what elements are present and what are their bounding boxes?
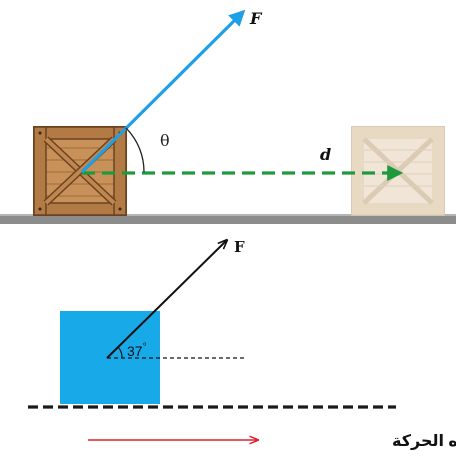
force-label: F	[249, 9, 263, 28]
force-arrow	[80, 9, 246, 174]
top-figure: F θ d	[0, 9, 456, 224]
wooden-crate	[33, 126, 127, 216]
applied-force-label: F	[234, 238, 245, 256]
motion-direction-label: اتجاه الحركة	[392, 433, 456, 450]
angle-value-label: 37°	[127, 342, 147, 359]
ground-surface	[0, 214, 456, 224]
angle-label-theta: θ	[160, 131, 170, 150]
applied-force-arrow	[106, 240, 227, 359]
displacement-label: d	[320, 145, 331, 164]
angle-arc	[125, 127, 145, 173]
crate-final-position	[351, 126, 445, 216]
ground-edge	[0, 214, 456, 216]
bottom-figure: F 37° اتجاه الحركة	[28, 238, 456, 450]
angle-arc-37	[117, 346, 123, 359]
